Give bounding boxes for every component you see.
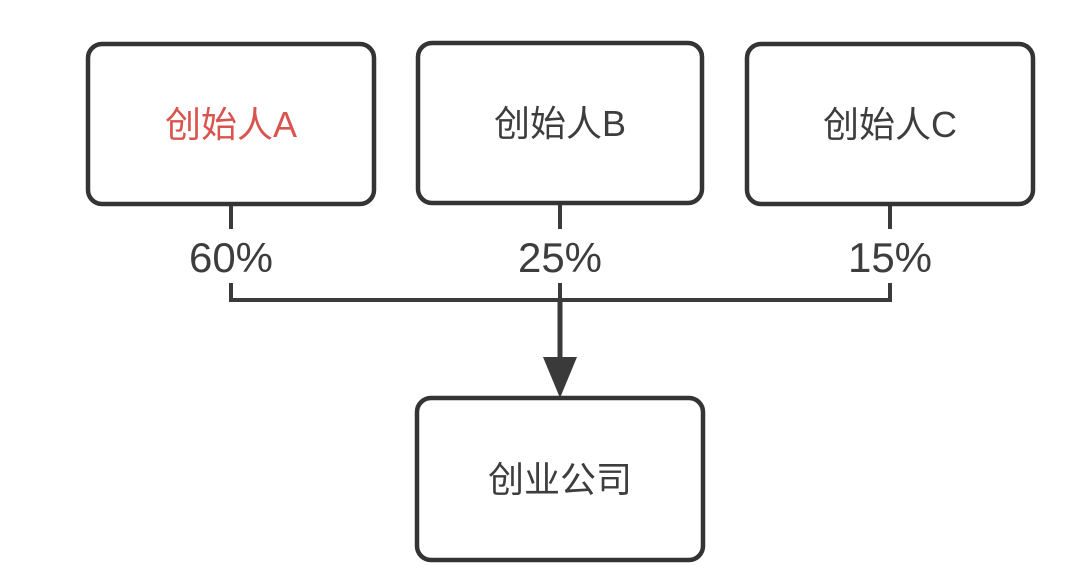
company-label: 创业公司: [488, 459, 632, 500]
founder-b-share-label: 25%: [518, 234, 602, 281]
node-boxes: [85, 40, 1036, 563]
share-label-backing: [833, 229, 947, 283]
founder-b-box: [415, 40, 705, 206]
founder-a-share-label: 60%: [189, 234, 273, 281]
share-label-backing: [503, 229, 617, 283]
founder-a-label: 创始人A: [165, 104, 297, 145]
share-labels: 60% 25% 15%: [174, 229, 947, 283]
founder-c-box: [744, 41, 1036, 207]
arrow-head-icon: [543, 357, 577, 398]
founder-c-share-label: 15%: [848, 234, 932, 281]
founder-a-box: [85, 41, 377, 207]
node-labels: 创始人A 创始人B 创始人C 创业公司: [165, 103, 957, 500]
share-label-backing: [174, 229, 288, 283]
founder-c-label: 创始人C: [823, 104, 957, 145]
founder-b-label: 创始人B: [494, 103, 626, 144]
company-box: [414, 395, 706, 563]
